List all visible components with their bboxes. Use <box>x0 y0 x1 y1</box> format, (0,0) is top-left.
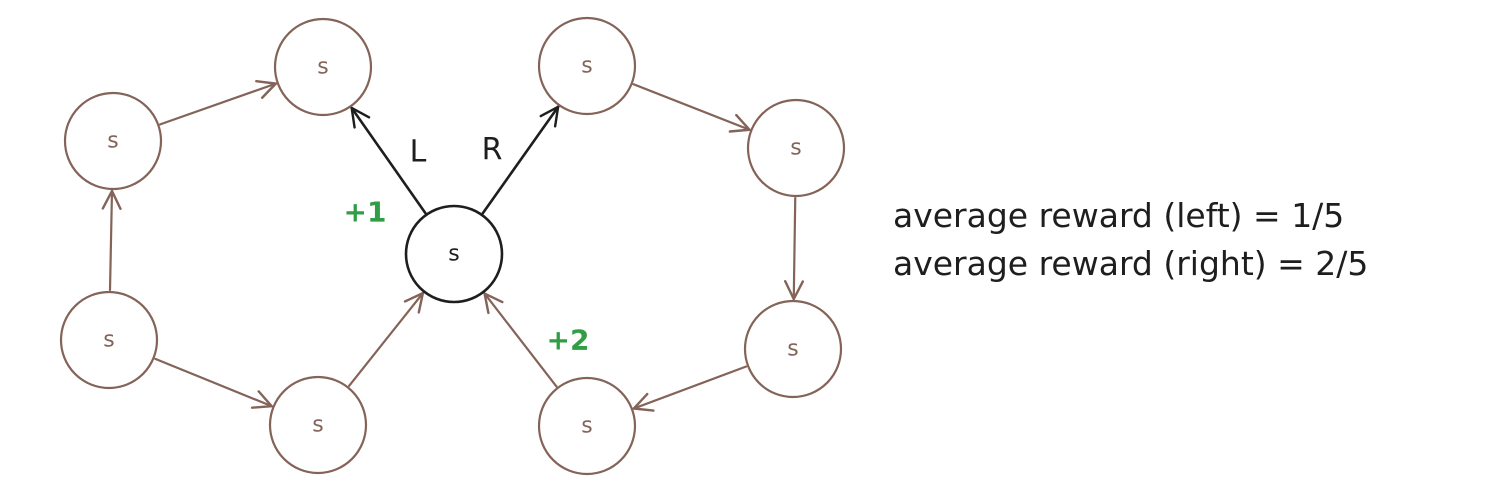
state-label-l-upper: s <box>107 129 118 154</box>
state-circle-r-top <box>537 16 637 116</box>
average-reward-notes: average reward (left) = 1/5 average rewa… <box>893 192 1368 288</box>
edge-left-upper-to-left-top <box>159 79 278 126</box>
state-node-r-bottom: s <box>537 376 637 476</box>
edge-center-to-right-top <box>481 105 560 215</box>
edge-center-to-left-top <box>350 106 427 215</box>
edge-left-bottom-to-center <box>348 291 425 387</box>
state-label-r-top: s <box>581 54 592 79</box>
reward-label-left: +1 <box>344 196 387 229</box>
state-label-l-bottom: s <box>312 413 323 438</box>
edge-left-lower-to-left-upper <box>101 189 122 292</box>
state-node-r-upper: s <box>746 98 846 198</box>
state-circle-l-bottom <box>268 375 368 475</box>
average-reward-left-text: average reward (left) = 1/5 <box>893 196 1345 235</box>
state-nodes: s s s s s s s s <box>59 16 846 476</box>
state-node-center: s <box>404 204 504 304</box>
state-node-l-bottom: s <box>268 375 368 475</box>
state-label-r-bottom: s <box>581 414 592 439</box>
state-circle-center <box>404 204 504 304</box>
action-label-left: L <box>410 135 427 170</box>
edge-right-bottom-to-center <box>483 292 558 388</box>
state-circle-r-bottom <box>537 376 637 476</box>
reward-label-right: +2 <box>547 324 590 357</box>
state-node-l-top: s <box>273 17 373 117</box>
state-circle-l-lower <box>59 290 159 390</box>
state-circle-r-lower <box>743 299 843 399</box>
state-label-center: s <box>448 242 459 267</box>
transition-edges <box>101 79 805 412</box>
state-circle-r-upper <box>746 98 846 198</box>
average-reward-right-text: average reward (right) = 2/5 <box>893 244 1369 283</box>
action-label-right: R <box>482 133 503 168</box>
state-label-r-upper: s <box>790 136 801 161</box>
state-circle-l-upper <box>63 91 163 191</box>
state-node-r-top: s <box>537 16 637 116</box>
state-label-l-top: s <box>317 55 328 80</box>
state-node-l-lower: s <box>59 290 159 390</box>
edge-right-top-to-right-upper <box>632 83 751 133</box>
edge-right-upper-to-right-lower <box>783 196 805 301</box>
state-circle-l-top <box>273 17 373 117</box>
edge-left-lower-to-left-bottom <box>154 357 273 409</box>
edge-right-lower-to-right-bottom <box>632 365 748 412</box>
state-node-r-lower: s <box>743 299 843 399</box>
state-node-l-upper: s <box>63 91 163 191</box>
state-label-l-lower: s <box>103 328 114 353</box>
state-label-r-lower: s <box>787 337 798 362</box>
